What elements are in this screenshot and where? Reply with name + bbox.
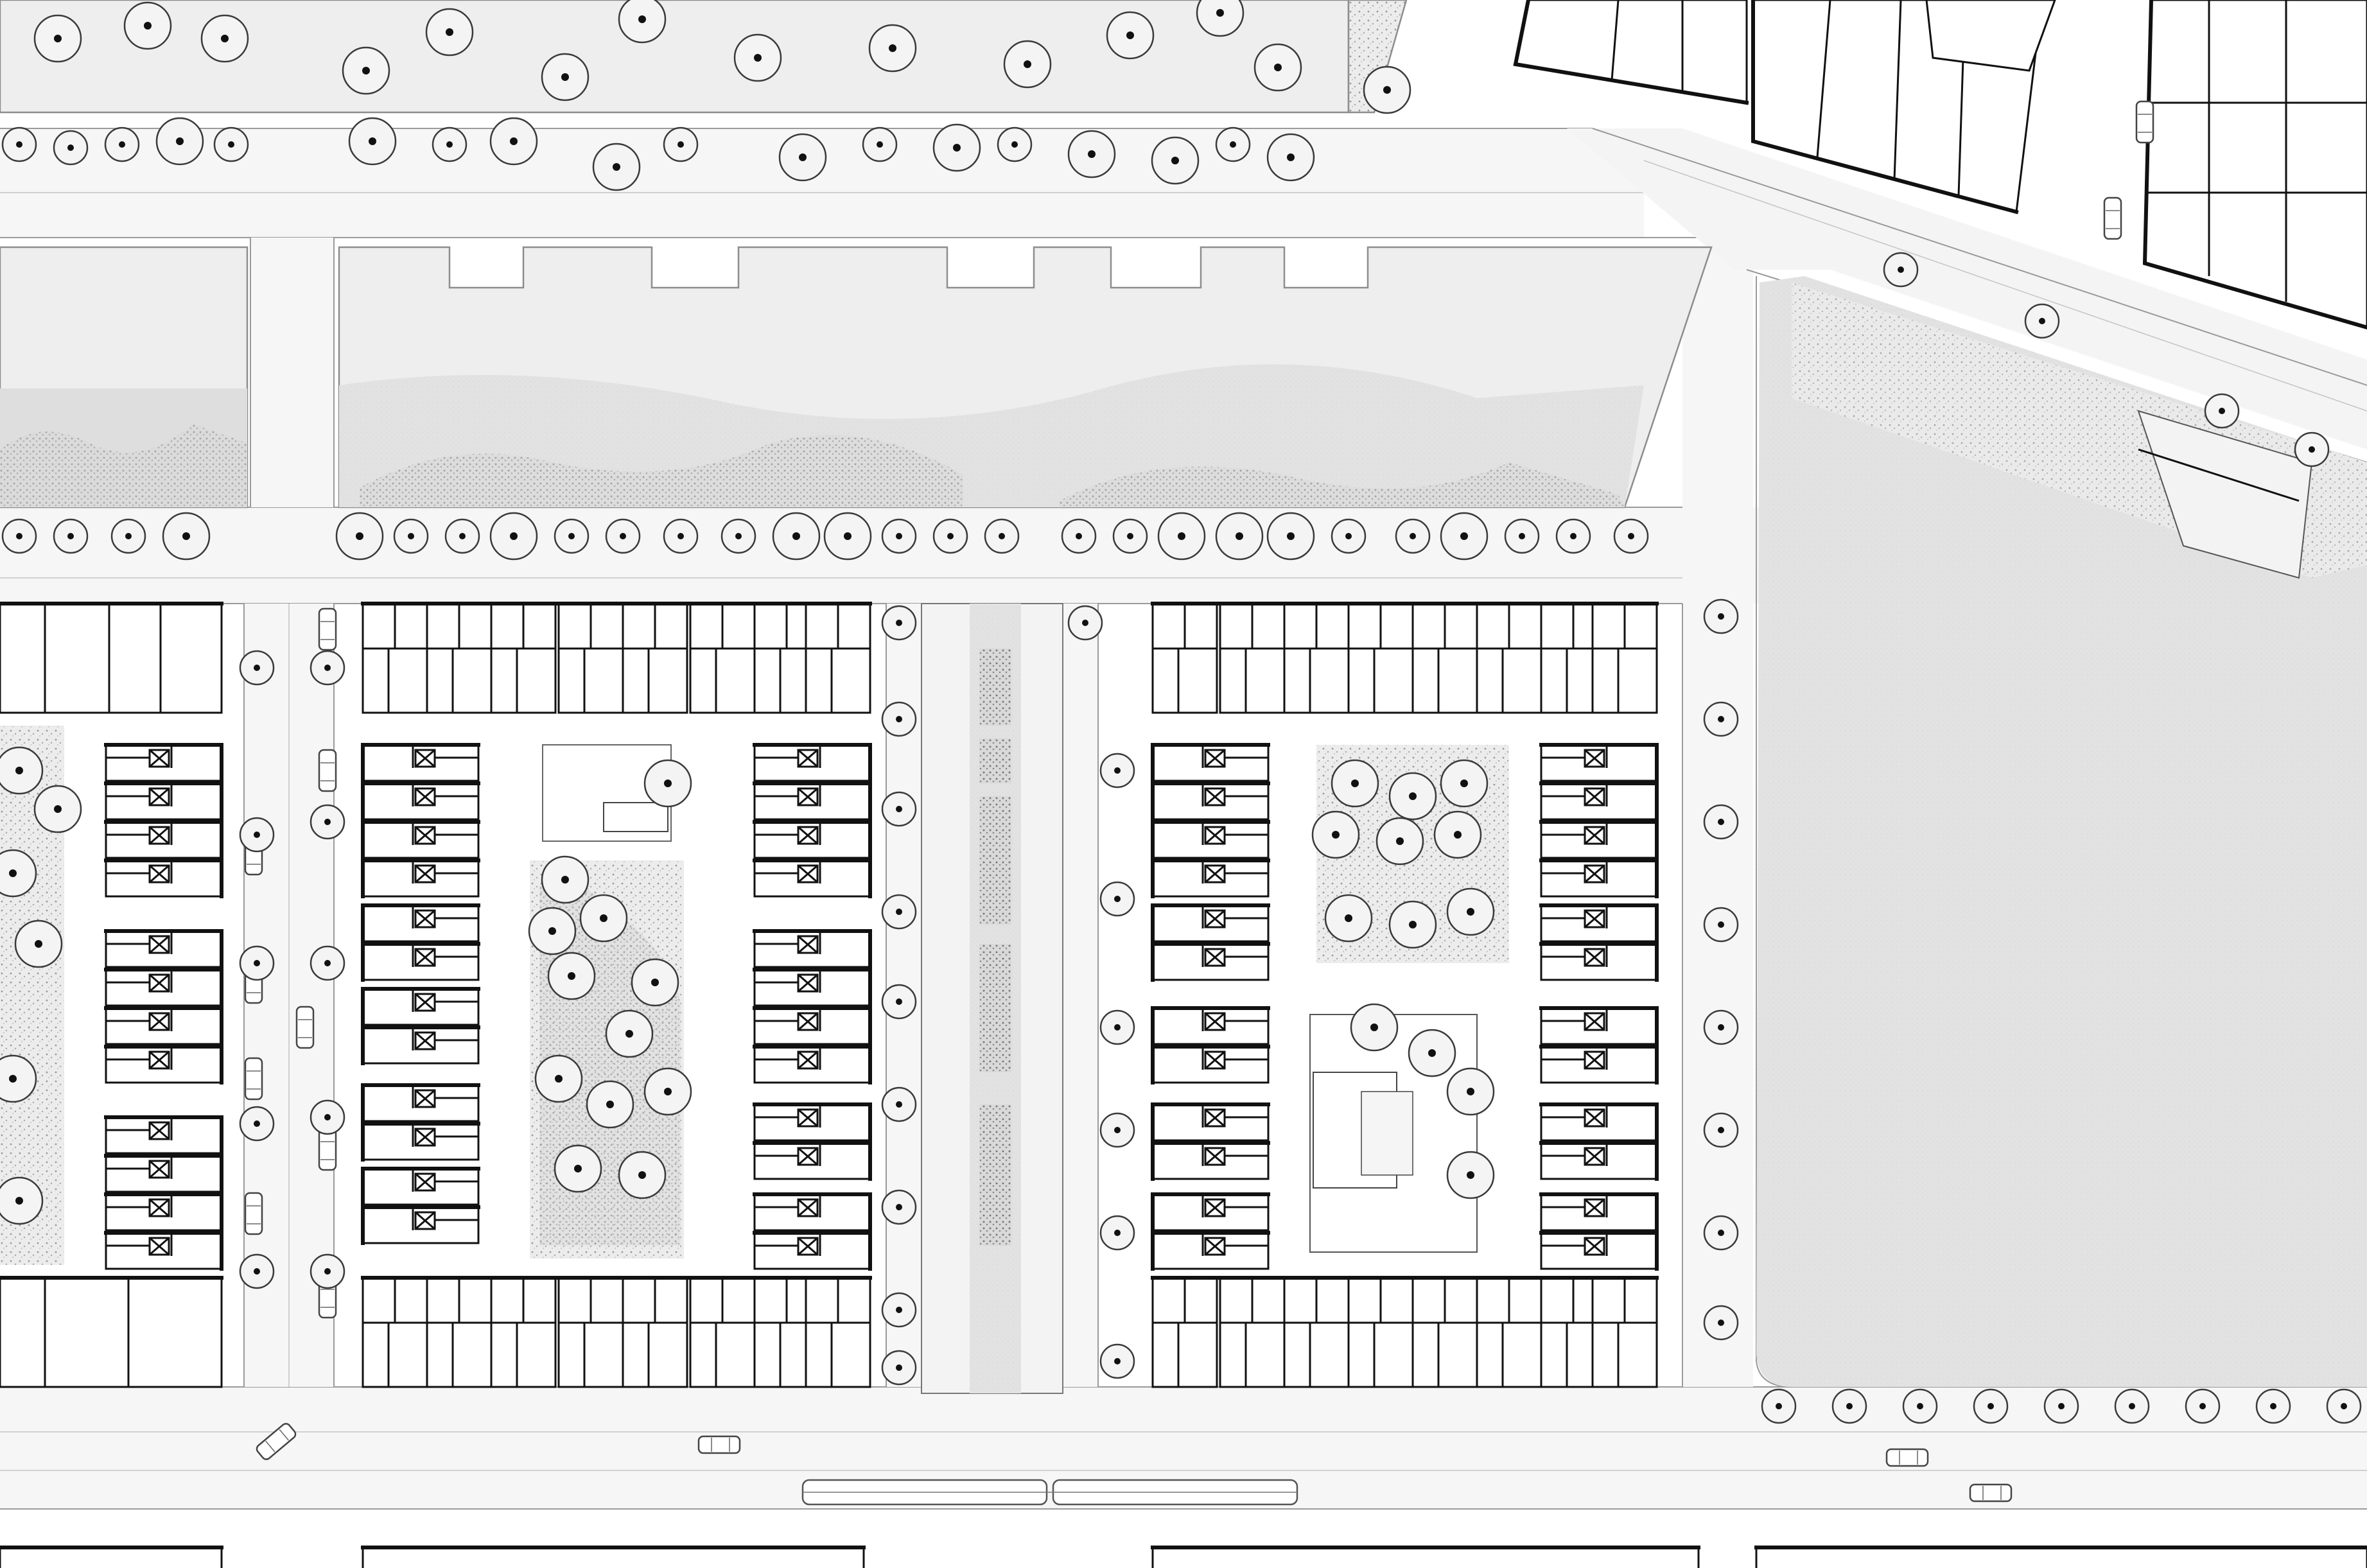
linear-garden [921, 603, 1063, 1394]
northeast-blocks [1513, 0, 2367, 330]
south-blocks [0, 1546, 2367, 1568]
tram [801, 1479, 1298, 1506]
park-central [338, 246, 1713, 509]
park-west [0, 246, 249, 509]
block-west [0, 602, 223, 1388]
meadow-east [1756, 276, 2367, 1387]
pier-deck [2137, 410, 2313, 579]
